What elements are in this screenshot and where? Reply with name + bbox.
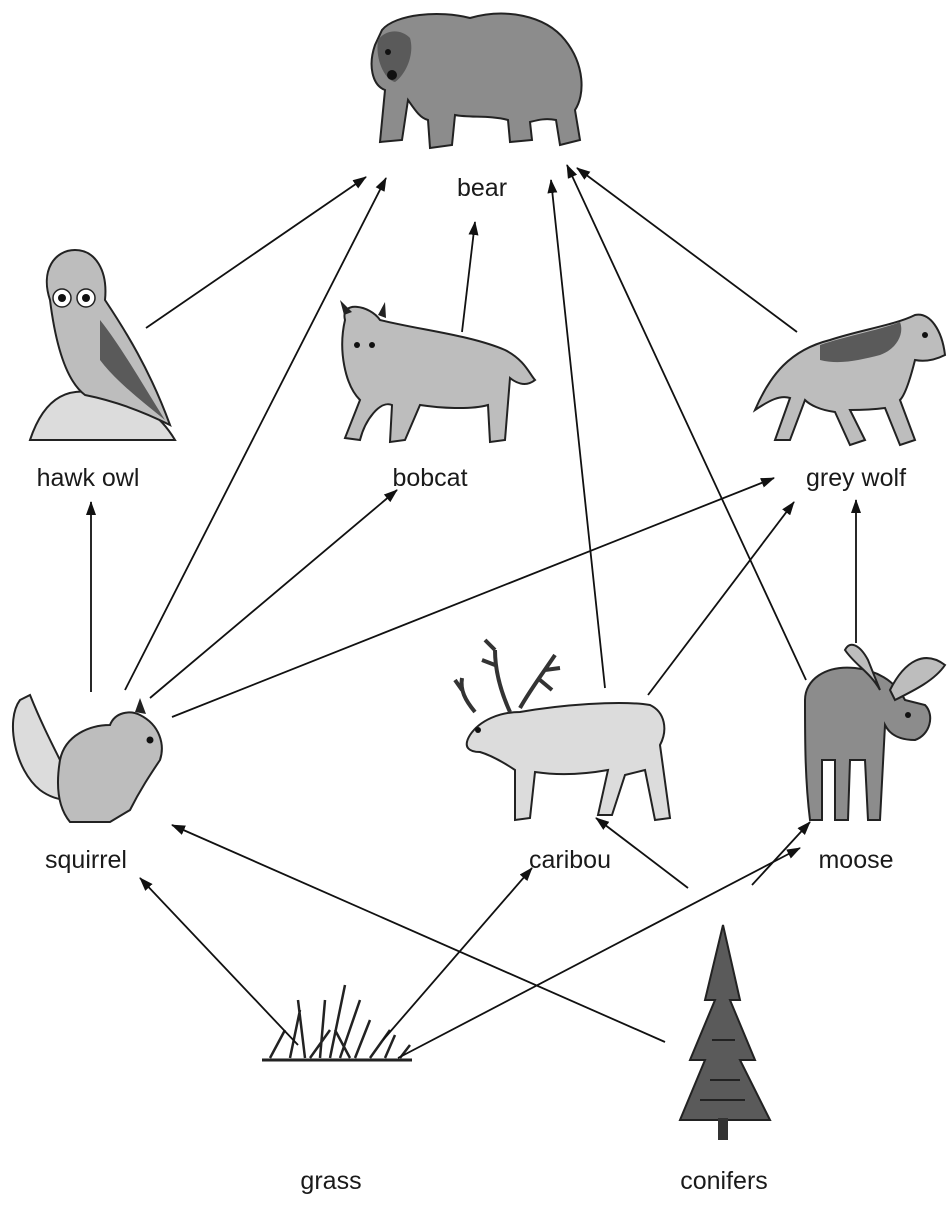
arrow-grass-to-squirrel: [140, 878, 298, 1045]
grey-wolf-illustration: [755, 315, 945, 445]
squirrel-illustration: [13, 695, 162, 822]
label-squirrel: squirrel: [45, 846, 127, 875]
label-caribou: caribou: [529, 846, 611, 875]
conifers-illustration: [680, 925, 770, 1140]
grass-illustration: [262, 985, 412, 1060]
label-hawk-owl: hawk owl: [37, 464, 140, 493]
arrow-bobcat-to-bear: [462, 222, 475, 332]
label-grey-wolf: grey wolf: [806, 464, 906, 493]
hawk-owl-illustration: [30, 250, 175, 440]
label-bear: bear: [457, 174, 507, 203]
arrow-squirrel-to-bobcat: [150, 490, 397, 698]
arrow-grey-wolf-to-bear: [577, 168, 797, 332]
arrow-hawk-owl-to-bear: [146, 177, 366, 328]
arrow-moose-to-bear: [567, 165, 806, 680]
bear-illustration: [372, 14, 582, 148]
label-moose: moose: [818, 846, 893, 875]
arrow-conifers-to-moose: [752, 822, 810, 885]
label-grass: grass: [300, 1167, 361, 1196]
arrow-caribou-to-grey-wolf: [648, 502, 794, 695]
label-bobcat: bobcat: [392, 464, 467, 493]
caribou-illustration: [455, 640, 670, 820]
feeding-arrows: [91, 165, 856, 1058]
arrow-grass-to-caribou: [383, 868, 532, 1040]
arrow-squirrel-to-grey-wolf: [172, 478, 774, 717]
label-conifers: conifers: [680, 1167, 768, 1196]
arrow-caribou-to-bear: [551, 180, 605, 688]
moose-illustration: [805, 645, 945, 820]
bobcat-illustration: [340, 300, 535, 442]
